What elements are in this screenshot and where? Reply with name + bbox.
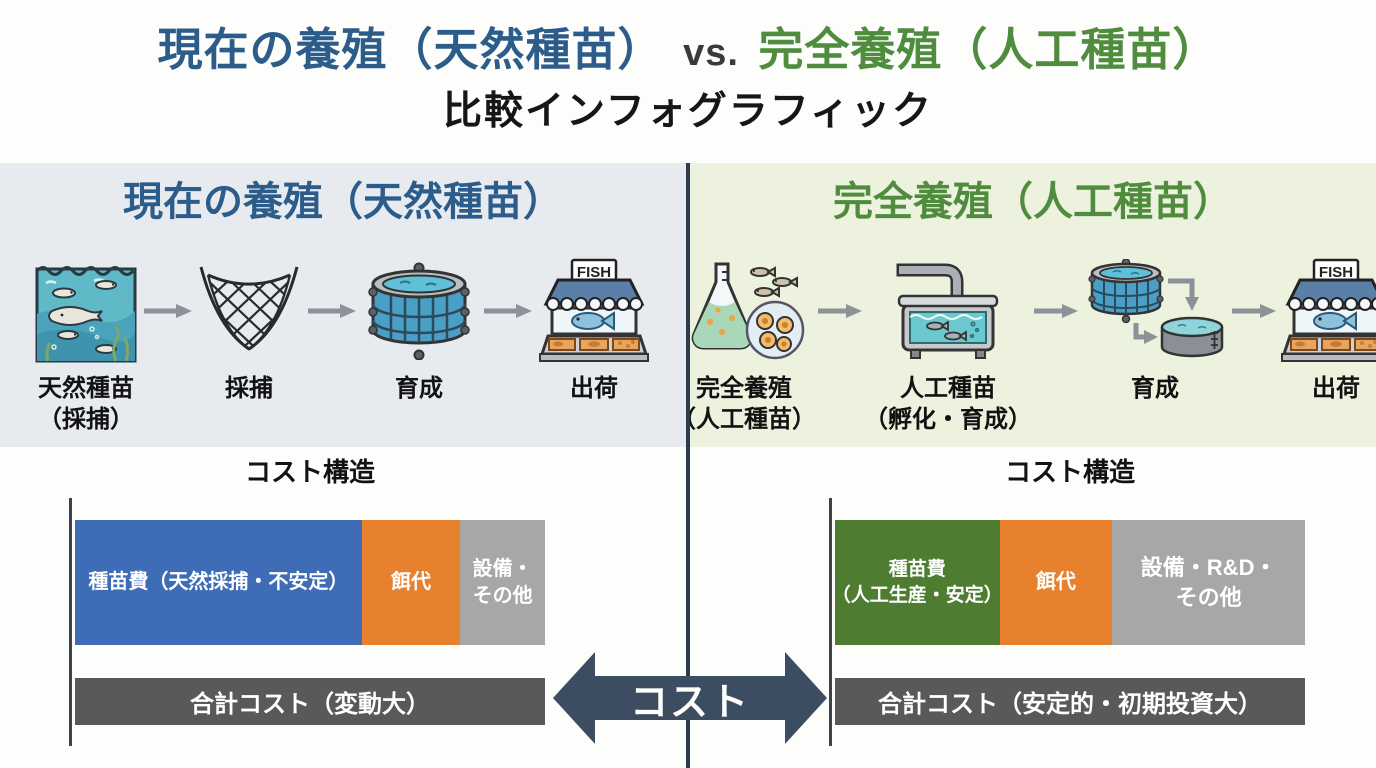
flow-arrow-icon xyxy=(306,255,356,367)
left-panel-header: 現在の養殖（天然種苗） xyxy=(123,180,563,224)
shop-sign-text: FISH xyxy=(1319,264,1353,281)
stacked-cost-bar: 種苗費 （人工生産・安定） 餌代 設備・R&D・ その他 xyxy=(831,520,1305,645)
title-current-farming: 現在の養殖（天然種苗） xyxy=(157,24,664,75)
cost-comparison-arrow: コスト xyxy=(551,642,829,754)
cost-structure-right: コスト構造 種苗費 （人工生産・安定） 餌代 設備・R&D・ その他 合計コスト… xyxy=(829,452,1305,752)
step-artificial-seed-production: 完全養殖 （人工種苗） xyxy=(672,255,816,435)
step-label: 育成 xyxy=(395,375,443,402)
step-capture: 採捕 xyxy=(196,255,302,404)
segment-label: 種苗費 （人工生産・安定） xyxy=(831,558,1003,606)
title-vs: vs. xyxy=(683,32,739,74)
ocean-wild-seed-icon xyxy=(34,255,138,367)
step-label: 完全養殖 （人工種苗） xyxy=(672,375,816,434)
step-hatch-rear: 人工種苗 （孵化・育成） xyxy=(864,255,1032,435)
grow-tanks-icon xyxy=(1080,255,1230,367)
axis-line xyxy=(829,498,832,746)
step-shipping: FISH xyxy=(1278,255,1376,404)
flow-arrow-icon xyxy=(1034,255,1078,367)
total-cost-bar: 合計コスト（変動大） xyxy=(75,678,545,725)
cost-structure-title: コスト構造 xyxy=(244,457,375,487)
step-label: 出荷 xyxy=(570,375,618,402)
step-growing: 育成 xyxy=(360,255,478,404)
segment-label: 餌代 xyxy=(391,571,432,593)
cost-structure-title: コスト構造 xyxy=(1004,457,1135,487)
step-label: 人工種苗 （孵化・育成） xyxy=(864,375,1032,434)
right-panel-header: 完全養殖（人工種苗） xyxy=(833,180,1233,224)
segment-seed-cost: 種苗費（天然採捕・不安定） xyxy=(75,520,362,645)
fishing-net-icon xyxy=(196,255,302,367)
flow-arrow-icon xyxy=(1232,255,1276,367)
total-cost-bar: 合計コスト（安定的・初期投資大） xyxy=(835,678,1305,725)
stacked-cost-bar: 種苗費（天然採捕・不安定） 餌代 設備・ その他 xyxy=(75,520,545,645)
step-label: 天然種苗 （採捕） xyxy=(38,375,134,434)
cost-arrow-label: コスト xyxy=(629,681,750,724)
step-wild-seed: 天然種苗 （採捕） xyxy=(34,255,138,435)
center-divider-line xyxy=(686,163,690,768)
axis-line xyxy=(69,498,72,746)
shop-sign-text: FISH xyxy=(577,264,611,281)
right-flow-row: 完全養殖 （人工種苗） xyxy=(672,255,1376,435)
double-arrow-icon xyxy=(553,652,827,744)
step-label: 出荷 xyxy=(1312,375,1360,402)
flow-arrow-icon xyxy=(142,255,192,367)
title-block: 現在の養殖（天然種苗） vs. 完全養殖（人工種苗） 比較インフォグラフィック xyxy=(0,24,1376,136)
step-label: 採捕 xyxy=(225,375,273,402)
cage-tank-icon xyxy=(360,255,478,367)
segment-label: 設備・ その他 xyxy=(472,557,533,607)
title-full-cycle: 完全養殖（人工種苗） xyxy=(758,24,1219,75)
fish-shop-icon: FISH xyxy=(536,255,652,367)
segment-feed-cost: 餌代 xyxy=(361,520,461,645)
panel-full-cycle-farming: 完全養殖（人工種苗） xyxy=(672,163,1376,447)
flow-arrow-icon xyxy=(818,255,862,367)
subtitle: 比較インフォグラフィック xyxy=(442,89,934,133)
flask-eggs-icon xyxy=(680,255,808,367)
step-growing: 育成 xyxy=(1080,255,1230,404)
segment-equipment-cost: 設備・ その他 xyxy=(460,520,545,645)
fish-shop-icon: FISH xyxy=(1278,255,1376,367)
main-title: 現在の養殖（天然種苗） vs. 完全養殖（人工種苗） xyxy=(0,24,1376,76)
step-label: 育成 xyxy=(1131,375,1179,402)
hatchery-tank-icon xyxy=(887,255,1009,367)
left-flow-row: 天然種苗 （採捕） xyxy=(0,255,686,435)
flow-arrow-icon xyxy=(482,255,532,367)
segment-seed-cost: 種苗費 （人工生産・安定） xyxy=(831,520,1003,645)
segment-label: 餌代 xyxy=(1035,571,1076,593)
segment-feed-cost: 餌代 xyxy=(999,520,1113,645)
segment-label: 種苗費（天然採捕・不安定） xyxy=(88,571,349,593)
segment-equipment-rd-cost: 設備・R&D・ その他 xyxy=(1112,520,1305,645)
segment-label: 設備・R&D・ その他 xyxy=(1140,554,1277,610)
step-shipping: FISH xyxy=(536,255,652,404)
cost-structure-left: コスト構造 種苗費（天然採捕・不安定） 餌代 設備・ その他 合計コスト（変動大… xyxy=(69,452,545,752)
panel-current-farming: 現在の養殖（天然種苗） xyxy=(0,163,686,447)
